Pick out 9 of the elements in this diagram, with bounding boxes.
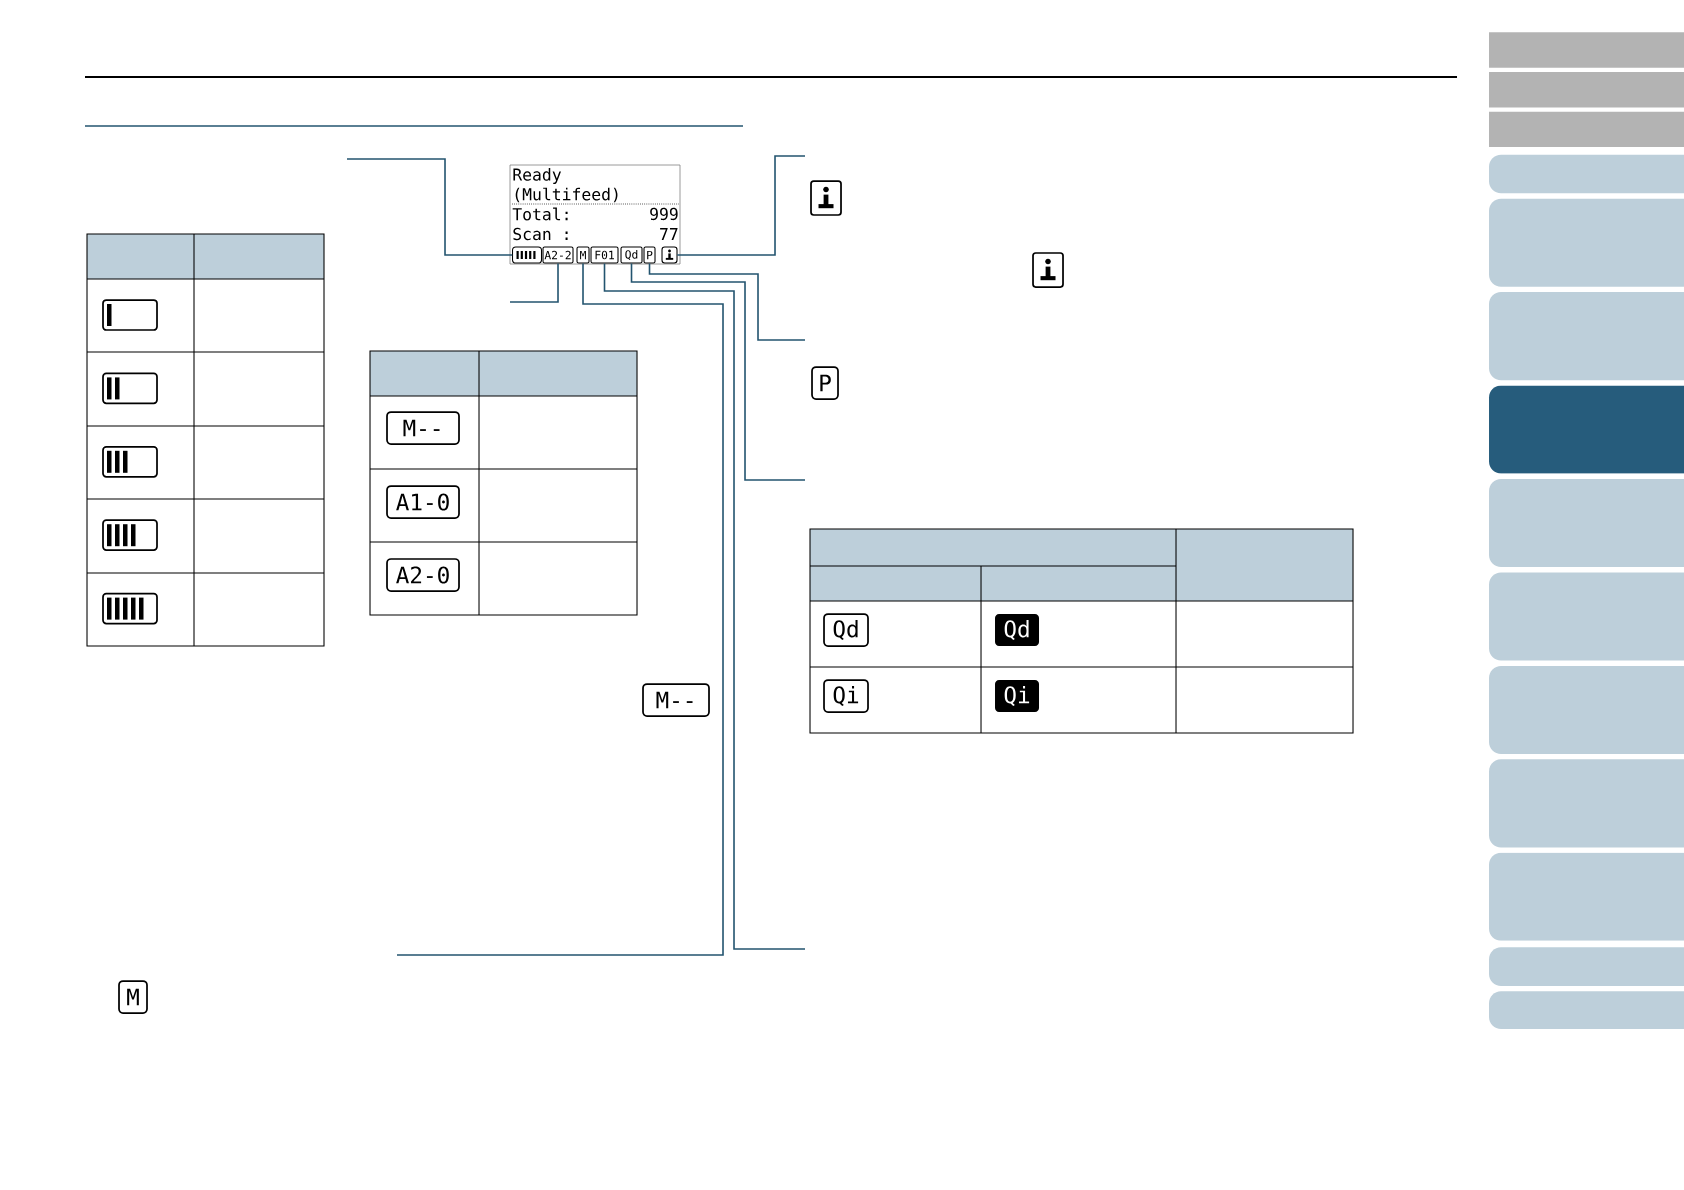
leader-line bbox=[346, 158, 514, 256]
leader-line bbox=[676, 155, 806, 256]
info-icon bbox=[661, 246, 678, 264]
leader-line bbox=[603, 262, 806, 950]
leader-line bbox=[396, 262, 724, 956]
leader-line bbox=[630, 262, 806, 481]
leader-line bbox=[648, 262, 806, 341]
leader-line bbox=[509, 262, 559, 303]
battery-icon bbox=[511, 246, 543, 264]
